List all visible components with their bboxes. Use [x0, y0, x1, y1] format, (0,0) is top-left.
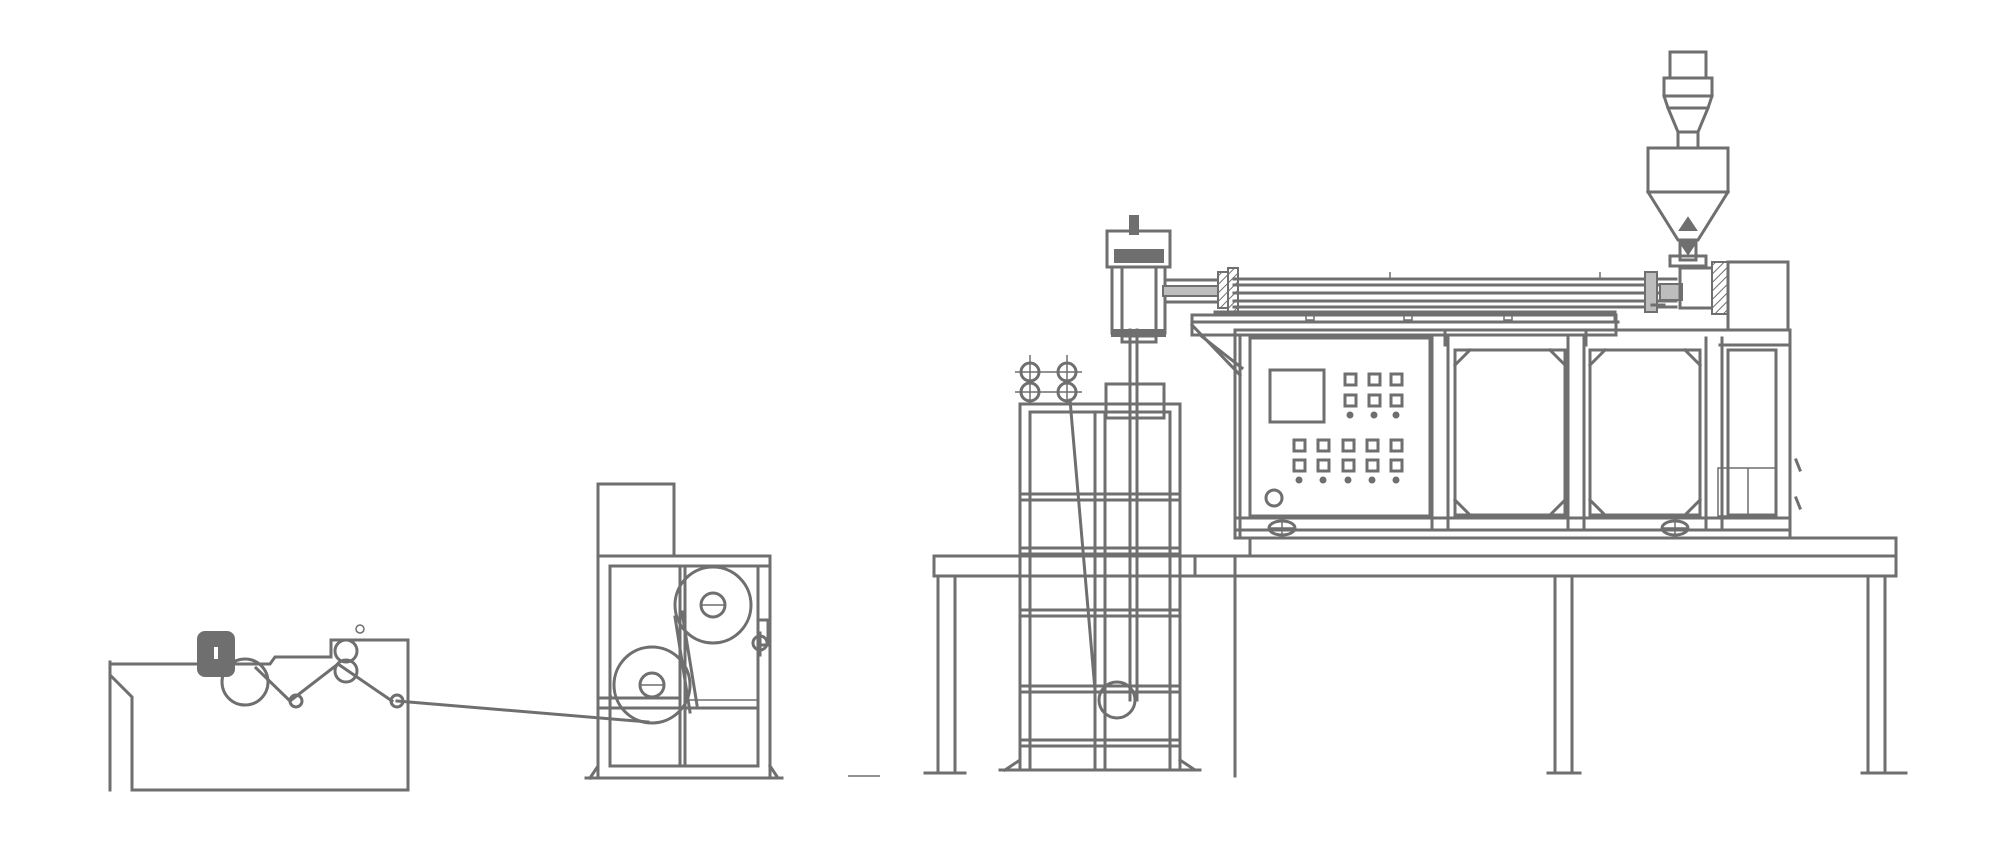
caster-right	[1660, 519, 1690, 537]
cooling-tank-icon	[998, 328, 1202, 773]
button-grid-top	[1343, 372, 1404, 419]
control-panel-icon	[1189, 313, 1802, 540]
cooling-tower	[998, 328, 1202, 773]
platform-icon	[848, 536, 1908, 778]
extruder	[1162, 260, 1790, 332]
guide-rollers	[1015, 355, 1082, 404]
control-cabinet	[1189, 313, 1802, 540]
power-switch	[1264, 488, 1284, 508]
winding-machine	[108, 624, 410, 792]
haul-off-icon	[584, 482, 784, 781]
caster-left	[1267, 519, 1297, 537]
hopper	[1645, 50, 1731, 268]
pipe-line-lower	[395, 699, 650, 724]
winder-icon	[108, 624, 410, 792]
button-grid-bottom	[1292, 438, 1404, 484]
haul-off-unit	[584, 482, 784, 781]
vacuum-sizing-head	[1105, 215, 1172, 344]
display-screen	[1268, 368, 1326, 424]
hopper-icon	[1645, 50, 1731, 268]
extruder-icon	[1162, 260, 1790, 332]
support-platform	[848, 536, 1908, 778]
